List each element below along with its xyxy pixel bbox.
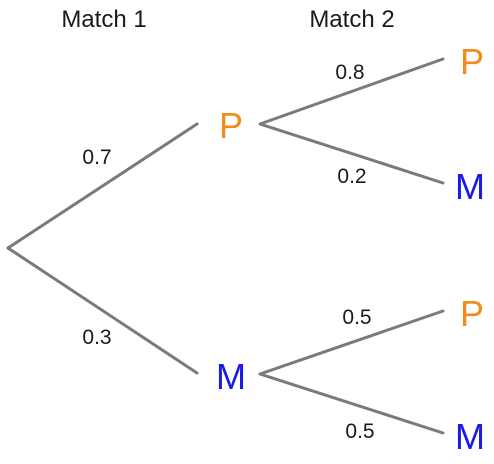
prob-root-M: 0.3 bbox=[82, 326, 111, 349]
branch-root-to-P bbox=[6, 122, 199, 250]
node-match1-P: P bbox=[219, 105, 243, 146]
branch-M-to-P bbox=[258, 309, 445, 376]
match1-header: Match 1 bbox=[61, 6, 146, 33]
node-match2-P-M: M bbox=[455, 166, 485, 207]
match2-header: Match 2 bbox=[309, 6, 394, 33]
prob-P-M: 0.2 bbox=[337, 165, 366, 188]
node-match2-M-M: M bbox=[455, 416, 485, 457]
branch-P-to-P bbox=[258, 57, 445, 126]
node-match1-M: M bbox=[216, 356, 246, 397]
branch-P-to-M bbox=[258, 122, 445, 185]
node-match2-M-P: P bbox=[460, 293, 484, 334]
branch-root-to-M bbox=[6, 246, 199, 375]
branch-M-to-M bbox=[258, 372, 445, 435]
prob-root-P: 0.7 bbox=[82, 146, 111, 169]
prob-M-M: 0.5 bbox=[345, 420, 374, 443]
node-match2-P-P: P bbox=[460, 41, 484, 82]
prob-P-P: 0.8 bbox=[335, 61, 364, 84]
prob-M-P: 0.5 bbox=[342, 306, 371, 329]
